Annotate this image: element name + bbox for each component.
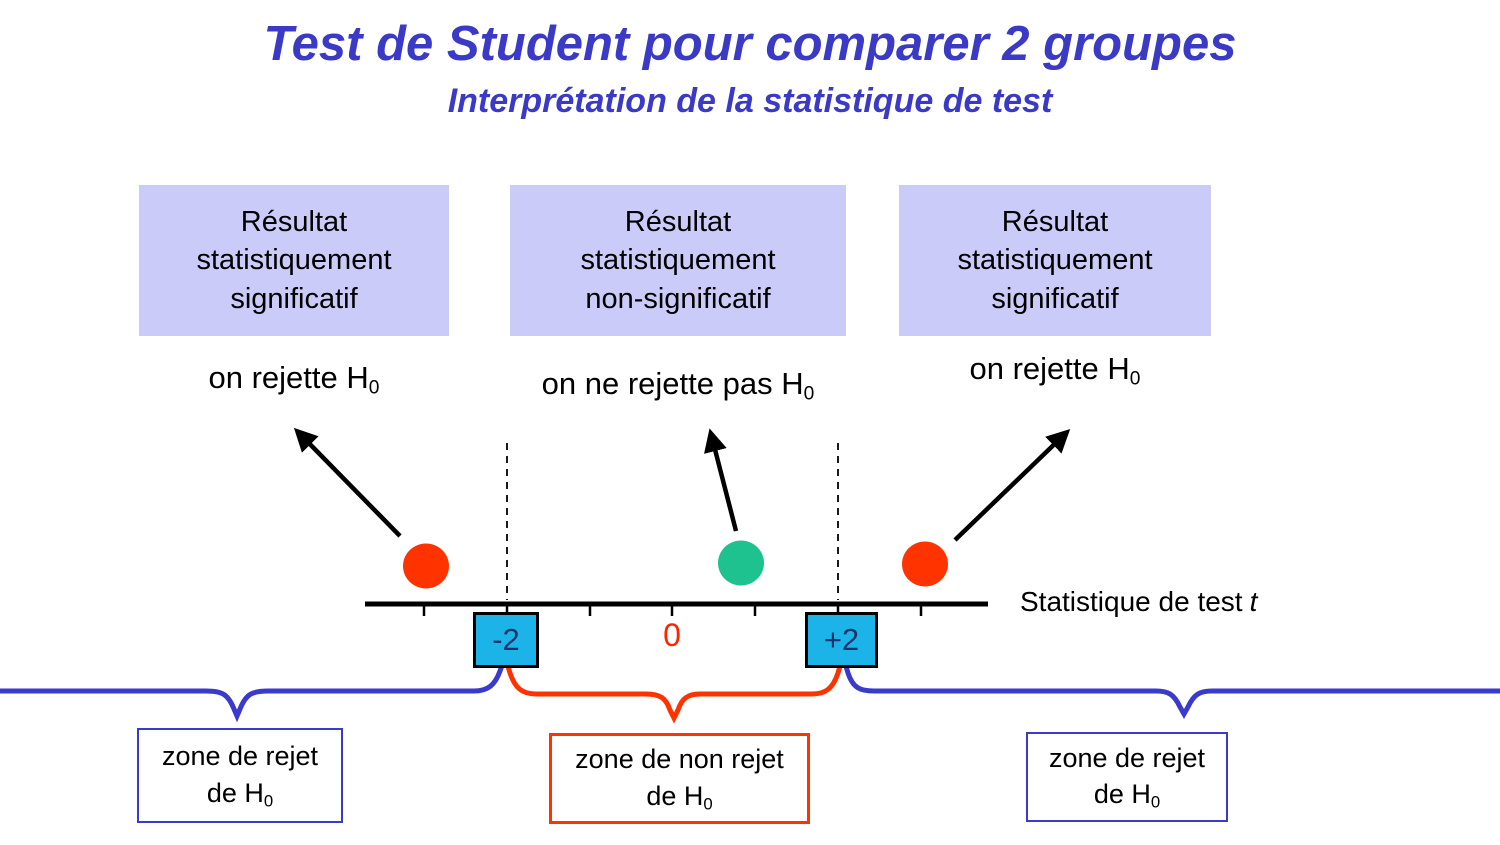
brace-non-reject-zone-center [504,660,844,724]
h0-subscript: 0 [703,794,713,814]
zone-text: de H [1093,779,1151,810]
result-line: significatif [230,282,358,315]
critical-value-box-plus2: +2 [805,612,878,668]
data-point-significant-right [902,541,948,587]
result-line: Résultat [624,206,732,239]
zone-box-non-reject-center: zone de non rejet de H0 [549,733,810,824]
critical-value-label: +2 [823,622,860,657]
result-box-non-significant-center: Résultat statistiquement non-significati… [510,185,846,336]
zone-box-reject-left: zone de rejet de H0 [137,728,343,823]
axis-tick-marks [422,606,923,616]
result-line: Résultat [1001,206,1109,239]
conclusion-text: on ne rejette pas H [541,366,804,401]
result-line: Résultat [240,206,348,239]
zone-line: de H0 [1094,776,1160,814]
result-box-significant-right: Résultat statistiquement significatif [899,185,1211,336]
critical-value-label: -2 [492,622,520,657]
brace-reject-zone-left [0,660,506,723]
conclusion-reject-right: on rejette H0 [899,351,1211,390]
arrow-center-point-to-conclusion [704,428,739,532]
h0-subscript: 0 [263,791,274,811]
result-line: statistiquement [957,244,1153,277]
axis-zero-label: 0 [663,617,681,653]
zone-line: zone de rejet [161,741,319,772]
h0-subscript: 0 [803,383,815,405]
axis-title-variable: t [1249,586,1258,617]
result-line: statistiquement [196,244,392,277]
result-line: significatif [991,282,1119,315]
zone-line: zone de rejet [1048,742,1206,773]
zone-line: zone de non rejet [575,744,784,775]
brace-reject-zone-right [842,660,1500,720]
arrow-left-point-to-conclusion [293,427,402,538]
zone-line: de H0 [646,778,712,816]
slide-subtitle: Interprétation de la statistique de test [447,82,1053,120]
result-box-significant-left: Résultat statistiquement significatif [139,185,449,336]
data-point-non-significant-center [718,540,764,586]
data-point-significant-left [403,543,449,589]
conclusion-text: on rejette H [208,360,369,395]
result-line: non-significatif [585,282,771,315]
conclusion-no-reject-center: on ne rejette pas H0 [500,366,856,405]
conclusion-reject-left: on rejette H0 [139,360,449,399]
critical-value-box-minus2: -2 [473,612,539,668]
zone-text: de H [646,780,704,811]
axis-title-text: Statistique de test [1020,586,1243,617]
h0-subscript: 0 [368,377,380,399]
zone-box-reject-right: zone de rejet de H0 [1026,732,1228,822]
zone-text: de H [206,777,264,808]
conclusion-text: on rejette H [969,351,1130,386]
h0-subscript: 0 [1129,368,1141,390]
zone-line: de H0 [207,775,273,813]
arrow-right-point-to-conclusion [953,428,1071,542]
h0-subscript: 0 [1150,792,1161,812]
slide-title: Test de Student pour comparer 2 groupes [263,17,1237,71]
result-line: statistiquement [580,244,776,277]
